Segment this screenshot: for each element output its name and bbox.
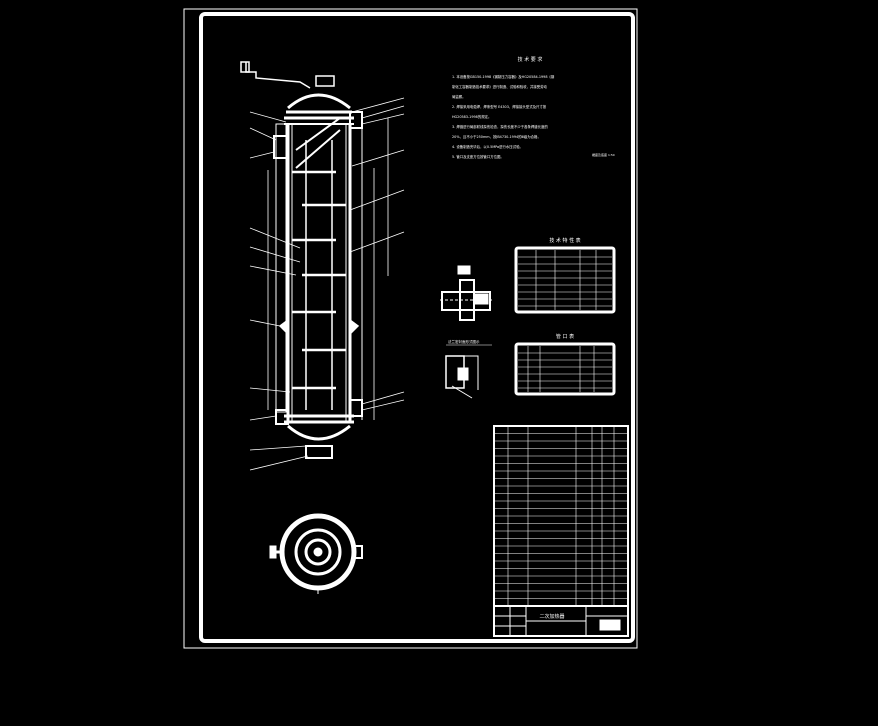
tech-spec-table [514,246,616,314]
tech-requirements-text: 1. 本设备按GB150-1998《钢制压力容器》及HG20584-1998《钢… [452,74,555,159]
detail-view-nozzle [440,265,492,321]
tech-requirement-line: 制化工容器制造技术要求》进行制造、试验和验收，并接受劳动 [452,84,548,89]
title-block-name: 二次加热器 [539,613,564,620]
tech-requirements-title: 技 术 要 求 [518,56,543,63]
nozzle-table [514,342,616,396]
tech-requirement-line: 局监察。 [452,94,466,99]
side-note: 裙座及底座 1:50 [592,152,615,157]
tech-spec-title: 技 术 特 性 表 [549,237,580,244]
part-leaders-left [249,111,309,471]
tech-requirement-line: 1. 本设备按GB150-1998《钢制压力容器》及HG20584-1998《钢 [452,74,555,79]
tech-requirement-line: 3. 焊缝进行局部射线探伤检查，探伤长度不少于各条焊缝长度的 [452,124,548,129]
tech-requirement-line: HG20583-1998的规定。 [452,114,491,119]
vessel-plan-view [269,513,363,594]
nozzle-table-title: 管 口 表 [556,333,574,340]
tech-requirement-line: 20%，且不小于250mm，按JB4730-1994的Ⅲ级为合格。 [452,134,541,139]
sheet-inner-frame [199,12,635,643]
part-leaders-right [349,97,405,411]
tech-requirement-line: 2. 焊接采用电弧焊，焊条型号 E4303，焊接接头型式及尺寸按 [452,104,547,109]
tech-requirement-line: 5. 管口及支座方位按管口方位图。 [452,154,504,159]
vessel-elevation-view [240,61,389,459]
parts-list-table [493,425,629,607]
sheet-outer-border [183,8,638,649]
detail-view-label: 法兰密封面形式图示 [448,339,480,344]
detail-view-flange [445,355,479,399]
title-block [493,605,629,637]
tech-requirement-line: 4. 设备制造完毕后，以0.5MPa进行水压试验。 [452,144,523,149]
